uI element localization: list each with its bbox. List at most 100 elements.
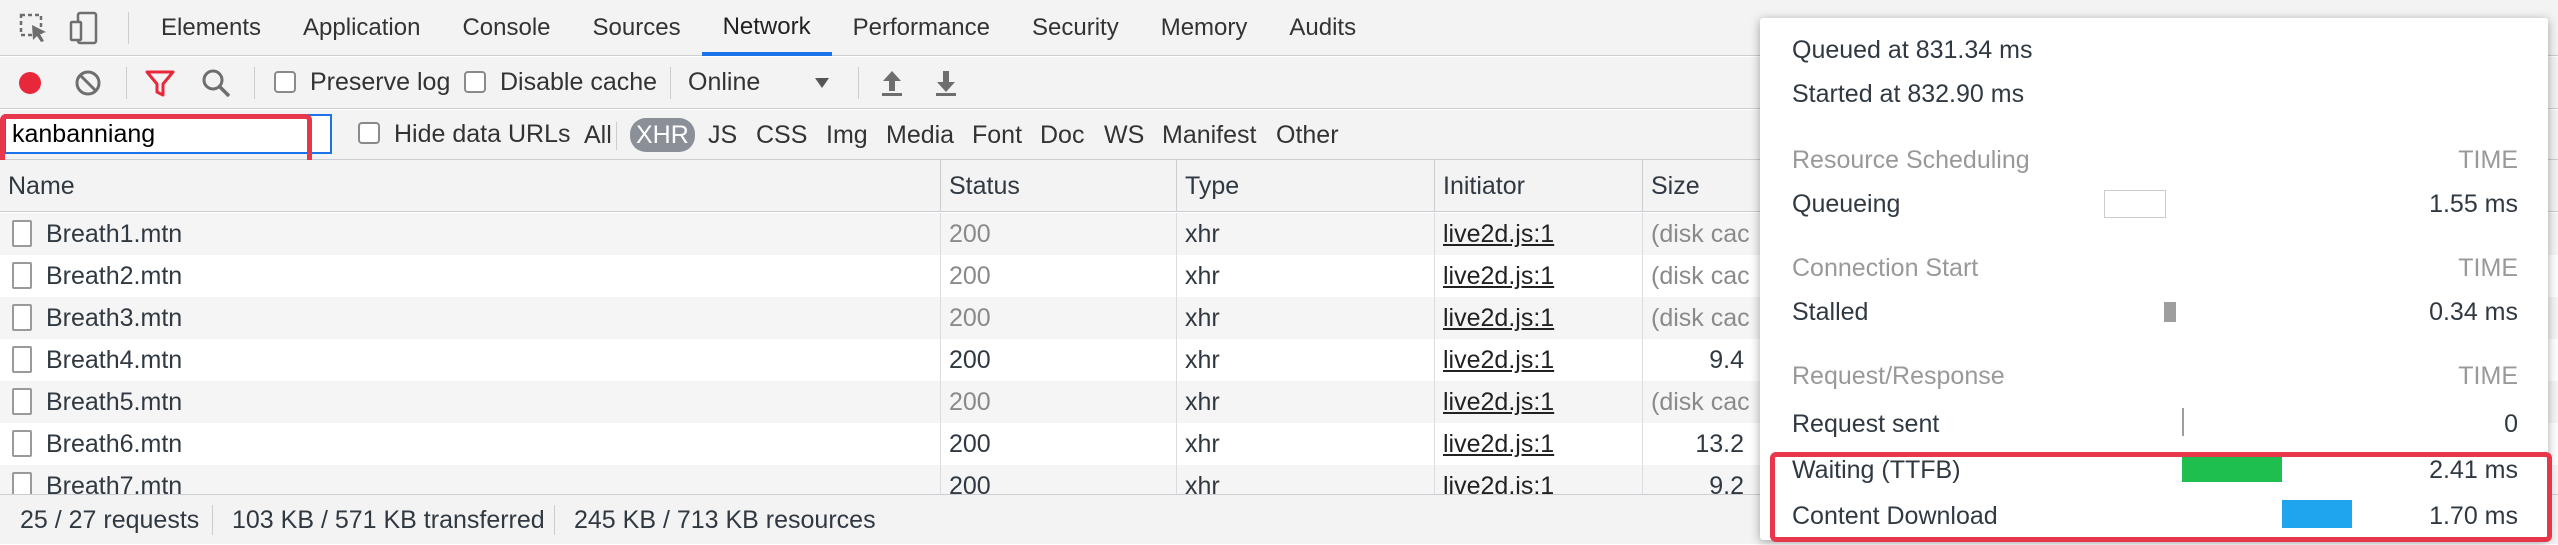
filter-input[interactable] <box>4 114 332 154</box>
column-header-name[interactable]: Name <box>8 172 75 200</box>
tab-audits[interactable]: Audits <box>1289 14 1357 41</box>
file-icon <box>12 220 32 247</box>
cell-type: xhr <box>1176 297 1434 339</box>
initiator-link[interactable]: live2d.js:1 <box>1443 262 1555 290</box>
filter-type-font[interactable]: Font <box>972 121 1023 149</box>
filter-type-js[interactable]: JS <box>708 121 738 149</box>
tab-network[interactable]: Network <box>701 0 832 56</box>
filter-type-ws[interactable]: WS <box>1104 121 1145 149</box>
cell-type: xhr <box>1176 339 1434 381</box>
cell-type: xhr <box>1176 423 1434 465</box>
filter-type-img[interactable]: Img <box>826 121 868 149</box>
initiator-link[interactable]: live2d.js:1 <box>1443 220 1555 248</box>
divider <box>126 67 127 99</box>
panel-tabs: Elements Application Console Sources Network… <box>140 0 1377 56</box>
tab-performance[interactable]: Performance <box>852 14 990 41</box>
divider <box>670 67 671 99</box>
search-icon[interactable] <box>198 65 234 101</box>
started-at-text: Started at 832.90 ms <box>1792 80 2025 108</box>
preserve-log-checkbox[interactable] <box>274 71 296 93</box>
column-header-type[interactable]: Type <box>1176 160 1434 212</box>
file-icon <box>12 262 32 289</box>
cell-status: 200 <box>940 381 1176 423</box>
filter-icon[interactable] <box>142 65 178 101</box>
cell-name: Breath6.mtn <box>0 423 940 465</box>
content-download-value: 1.70 ms <box>2429 502 2518 530</box>
import-har-icon[interactable] <box>874 65 910 101</box>
section-title-connection-start: Connection Start <box>1792 254 1979 282</box>
resource-type: xhr <box>1185 430 1220 458</box>
divider <box>254 67 255 99</box>
status-code: 200 <box>949 388 991 416</box>
filter-type-xhr[interactable]: XHR <box>630 118 695 152</box>
filter-type-other[interactable]: Other <box>1276 121 1339 149</box>
tab-sources[interactable]: Sources <box>592 14 681 41</box>
file-icon <box>12 304 32 331</box>
request-sent-label: Request sent <box>1792 410 1940 438</box>
table-row[interactable]: Breath6.mtn 200 xhr live2d.js:1 13.2 <box>0 423 2558 465</box>
column-header-status[interactable]: Status <box>940 160 1176 212</box>
stalled-bar <box>2164 302 2176 322</box>
hide-data-urls-checkbox[interactable] <box>358 122 380 144</box>
status-code: 200 <box>949 430 991 458</box>
file-icon <box>12 430 32 457</box>
time-header: TIME <box>2458 146 2518 174</box>
transferred-size: 103 KB / 571 KB transferred <box>232 506 545 534</box>
cell-size: (disk cac <box>1642 381 1842 423</box>
cell-initiator: live2d.js:1 <box>1434 213 1642 255</box>
size-value: (disk cac <box>1651 220 1750 248</box>
initiator-link[interactable]: live2d.js:1 <box>1443 388 1555 416</box>
request-name: Breath2.mtn <box>46 262 183 290</box>
filter-type-manifest[interactable]: Manifest <box>1162 121 1257 149</box>
throttling-select[interactable]: Online <box>688 68 761 96</box>
request-name: Breath4.mtn <box>46 346 183 374</box>
cell-status: 200 <box>940 255 1176 297</box>
timing-highlight-box <box>1770 452 2552 542</box>
table-row[interactable]: Breath2.mtn 200 xhr live2d.js:1 (disk cac <box>0 255 2558 297</box>
clear-icon[interactable] <box>70 65 106 101</box>
content-download-bar <box>2282 500 2352 528</box>
cell-name: Breath2.mtn <box>0 255 940 297</box>
size-value: (disk cac <box>1651 388 1750 416</box>
filter-type-all[interactable]: All <box>584 121 612 149</box>
request-name: Breath5.mtn <box>46 388 183 416</box>
initiator-link[interactable]: live2d.js:1 <box>1443 304 1555 332</box>
status-code: 200 <box>949 346 991 374</box>
filter-type-doc[interactable]: Doc <box>1040 121 1085 149</box>
filter-type-media[interactable]: Media <box>886 121 955 149</box>
filter-type-css[interactable]: CSS <box>756 121 808 149</box>
file-icon <box>12 346 32 373</box>
resource-type: xhr <box>1185 262 1220 290</box>
content-download-label: Content Download <box>1792 502 1998 530</box>
divider <box>128 12 129 44</box>
initiator-link[interactable]: live2d.js:1 <box>1443 346 1555 374</box>
column-header-initiator[interactable]: Initiator <box>1434 160 1642 212</box>
disable-cache-checkbox[interactable] <box>464 71 486 93</box>
tab-application[interactable]: Application <box>303 14 421 41</box>
cell-size: (disk cac <box>1642 255 1842 297</box>
waiting-ttfb-bar <box>2182 454 2282 482</box>
cell-type: xhr <box>1176 213 1434 255</box>
column-header-size[interactable]: Size <box>1642 160 1842 212</box>
initiator-link[interactable]: live2d.js:1 <box>1443 430 1555 458</box>
cell-name: Breath3.mtn <box>0 297 940 339</box>
time-header: TIME <box>2458 362 2518 390</box>
tab-security[interactable]: Security <box>1032 14 1119 41</box>
export-har-icon[interactable] <box>928 65 964 101</box>
record-icon[interactable] <box>12 65 48 101</box>
waiting-ttfb-label: Waiting (TTFB) <box>1792 456 1961 484</box>
request-sent-value: 0 <box>2504 410 2518 438</box>
inspect-element-icon[interactable] <box>16 10 52 46</box>
size-value: (disk cac <box>1651 262 1750 290</box>
tab-memory[interactable]: Memory <box>1160 14 1248 41</box>
size-value: 13.2 <box>1695 430 1744 458</box>
tab-elements[interactable]: Elements <box>161 14 262 41</box>
device-toolbar-icon[interactable] <box>68 10 104 46</box>
waiting-ttfb-value: 2.41 ms <box>2429 456 2518 484</box>
tab-console[interactable]: Console <box>462 14 551 41</box>
queueing-label: Queueing <box>1792 190 1901 218</box>
cell-size: (disk cac <box>1642 213 1842 255</box>
cell-initiator: live2d.js:1 <box>1434 423 1642 465</box>
cell-status: 200 <box>940 423 1176 465</box>
